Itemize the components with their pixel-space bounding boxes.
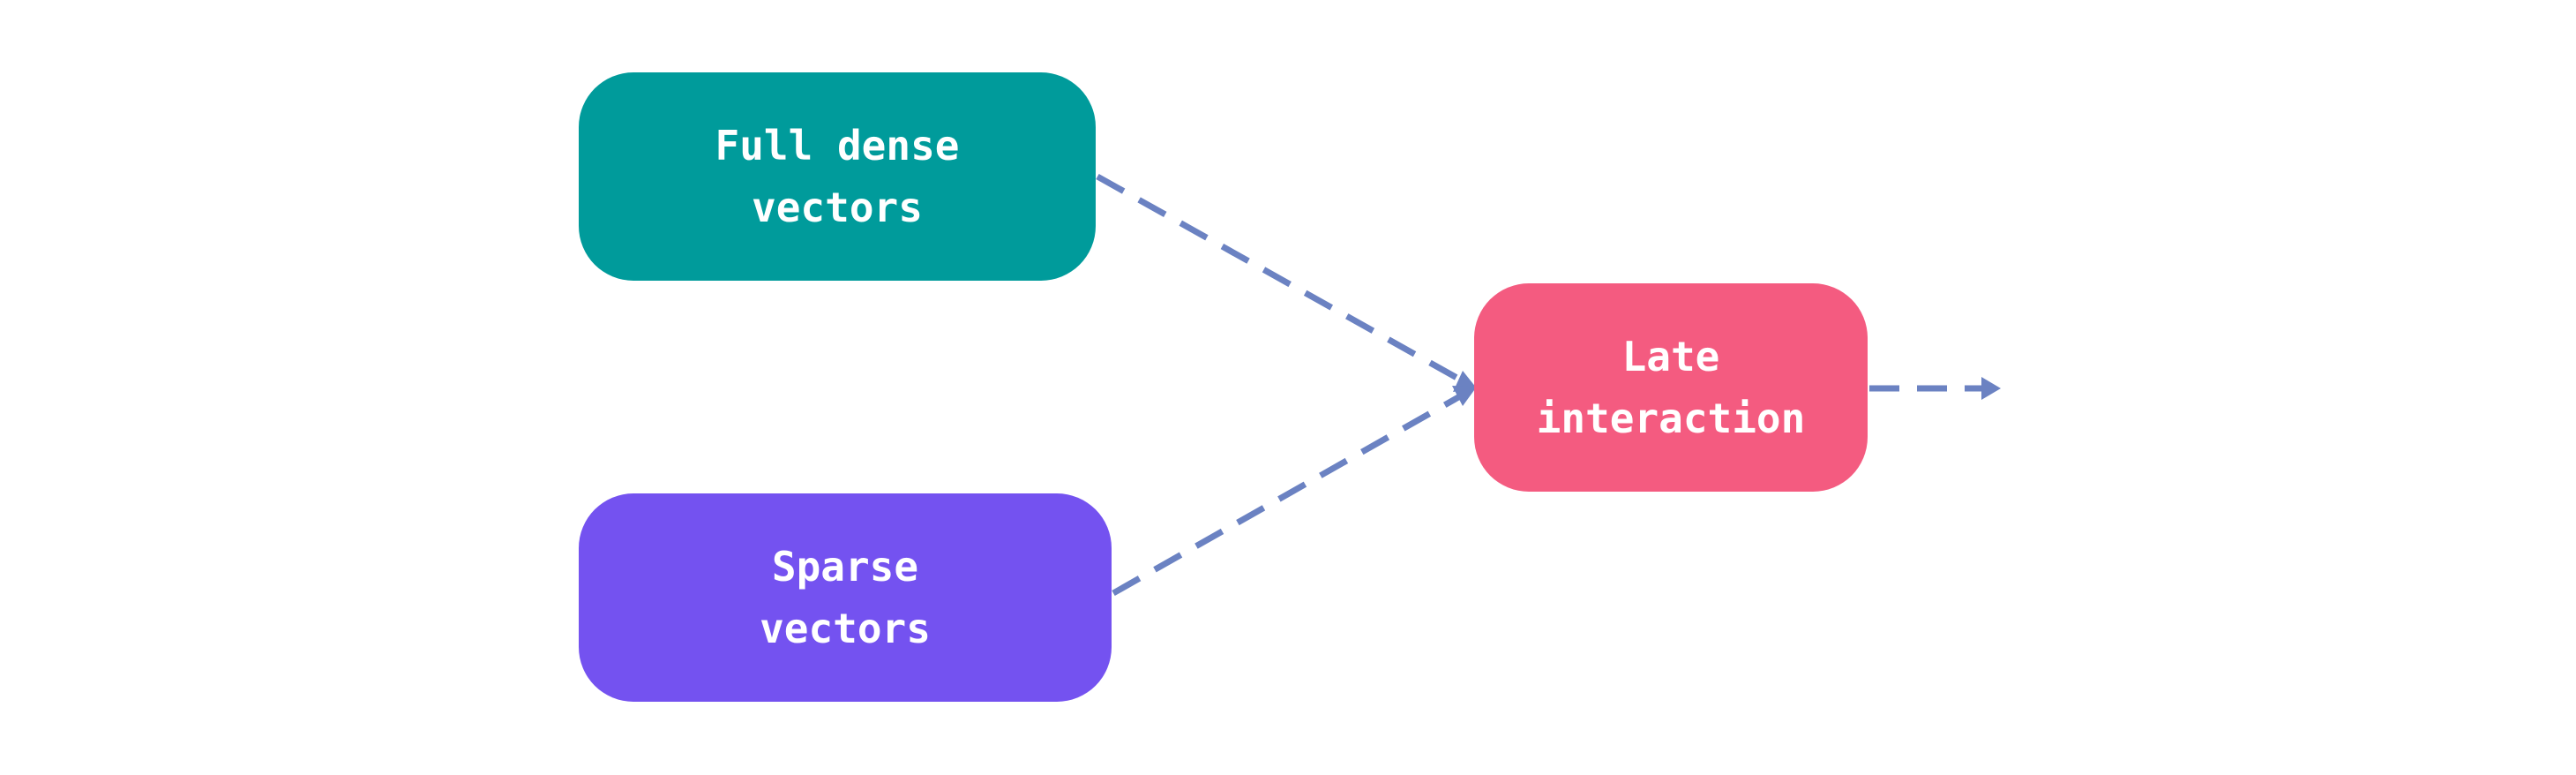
node-full-dense-vectors: Full dense vectors [579,72,1096,281]
edge-dense-to-late [1096,173,1462,383]
node-late-interaction: Late interaction [1474,283,1868,492]
node-sparse-vectors: Sparse vectors [579,493,1112,702]
node-label: Sparse vectors [760,543,931,652]
node-label: Full dense vectors [715,122,960,231]
edge-sparse-to-late [1112,393,1462,597]
node-label: Late interaction [1536,333,1806,442]
arrowhead-late-to-output [1981,377,2001,400]
arrowhead-sparse-to-late [1452,386,1477,406]
